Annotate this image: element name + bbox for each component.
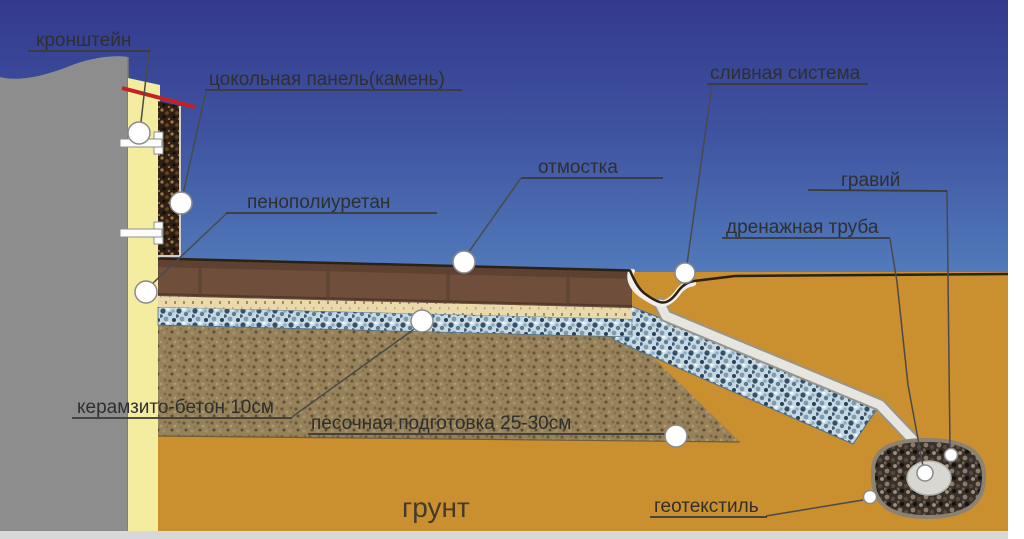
sand-preparation-bottom-edge	[157, 435, 741, 443]
label-soil: грунт	[402, 492, 470, 523]
surface-line	[157, 257, 1009, 304]
label-sand-preparation: песочная подготовка 25-30см	[311, 413, 571, 434]
label-blind-area: отмостка	[538, 157, 618, 178]
label-drainage-pipe: дренажная труба	[726, 217, 879, 238]
wall	[0, 56, 128, 532]
right-edge-strip	[1008, 0, 1024, 539]
bracket-bottom	[119, 221, 164, 245]
marker-bracket	[127, 121, 151, 145]
leader-markers	[127, 121, 959, 505]
marker-geotextile	[862, 489, 878, 505]
label-geotextile: геотекстиль	[654, 496, 759, 517]
pavement-bottom-joint	[157, 293, 633, 307]
marker-claydite-concrete	[410, 309, 434, 333]
label-gravel: гравий	[841, 170, 900, 191]
ground-soil	[158, 272, 1008, 531]
marker-drainage-pipe	[916, 464, 934, 482]
label-underlines	[28, 50, 948, 518]
label-drain-system: сливная система	[710, 63, 861, 84]
red-flashing	[121, 86, 196, 109]
label-plinth-panel: цокольная панель(камень)	[209, 69, 445, 90]
pavement-top-course	[158, 259, 632, 279]
marker-gravel	[943, 447, 959, 463]
marker-blind-area	[452, 250, 476, 274]
marker-polyurethane	[134, 280, 158, 304]
label-polyurethane-foam: пенополиуретан	[247, 192, 390, 213]
label-bracket: кронштейн	[36, 30, 131, 51]
pavement-joints	[198, 262, 570, 306]
label-claydite-concrete: керамзито-бетон 10см	[77, 397, 274, 418]
sand-bedding-layer	[158, 296, 632, 319]
bottom-edge-strip	[0, 531, 1008, 539]
marker-drain-system	[674, 262, 696, 284]
sand-preparation-layer	[158, 325, 740, 442]
leader-lines	[140, 50, 951, 517]
marker-plinth-panel	[169, 191, 193, 215]
marker-sand-preparation	[664, 424, 688, 448]
